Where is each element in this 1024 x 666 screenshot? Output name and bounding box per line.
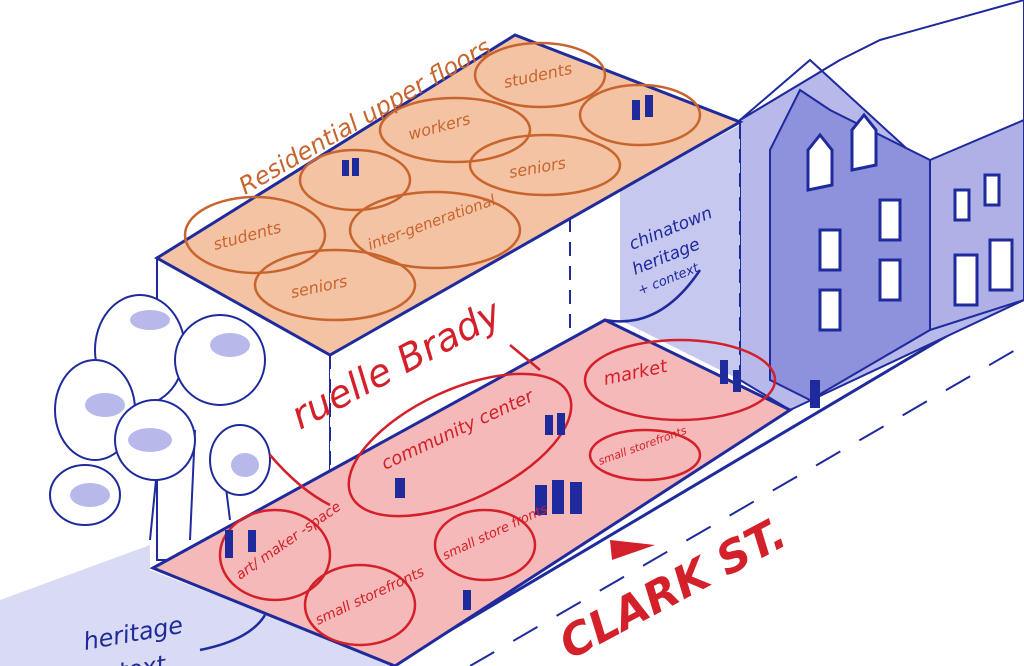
- street-curb: [389, 288, 1024, 666]
- roof-zone-label: students: [502, 59, 574, 92]
- blue-building-roof: [739, 0, 1024, 172]
- ground-zone-label: art/ maker -space: [233, 499, 344, 583]
- street: [400, 300, 1024, 666]
- person-icons: [225, 95, 820, 610]
- annotation-arrows: [199, 269, 702, 652]
- tree-shading: [70, 310, 259, 507]
- bottom-note-line: heritage: [81, 611, 185, 656]
- context-note: chinatown heritage + context: [626, 203, 715, 298]
- bottom-note-line: text: [116, 650, 169, 666]
- ground-zone-label: market: [602, 356, 670, 390]
- roof-zone-label: seniors: [289, 271, 349, 302]
- direction-arrow-icon: [610, 540, 655, 560]
- ground-zone-label: small store fronts: [440, 502, 550, 564]
- roof-zone-label: workers: [406, 109, 472, 144]
- roof-zone-outlines: [183, 41, 702, 322]
- roof-zone-label: students: [211, 218, 283, 254]
- ground-zone-label: small storefronts: [597, 424, 689, 468]
- ground-zone-outlines: [218, 338, 777, 647]
- ground-zone-label: small storefronts: [313, 564, 427, 629]
- roof-zone-label: seniors: [507, 153, 567, 182]
- heritage-ground-area: [0, 545, 400, 666]
- building-windows: [806, 112, 1014, 332]
- ground-floor-plan: [149, 318, 794, 666]
- ground-zone-label: community center: [378, 385, 538, 474]
- street-label: CLARK ST.: [551, 508, 794, 666]
- roof-zone-label: inter-generational: [365, 191, 498, 254]
- street-centerline: [469, 344, 1024, 666]
